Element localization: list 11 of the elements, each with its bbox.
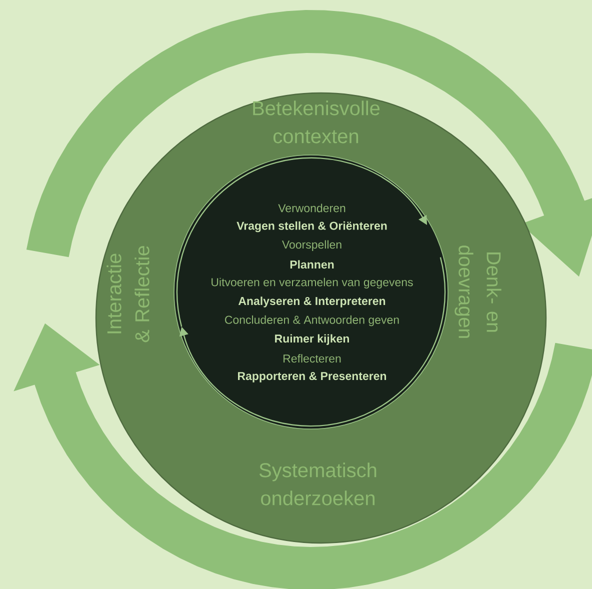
step-text: Reflecteren bbox=[284, 354, 341, 363]
step-text: Analyseren & Interpreteren bbox=[238, 296, 386, 308]
step-text: Vragen stellen & Oriënteren bbox=[236, 221, 387, 232]
step-text: Verwonderen bbox=[278, 204, 346, 212]
step-text: Plannen bbox=[290, 260, 334, 269]
inner-disc bbox=[174, 154, 448, 430]
step-text: Ruimer kijken bbox=[275, 334, 349, 345]
step-text: Rapporteren & Presenteren bbox=[238, 372, 386, 382]
step-text: Voorspellen bbox=[282, 240, 342, 251]
step-text: Uitvoeren en verzamelen van gegevens bbox=[212, 278, 413, 289]
step-text: Concluderen & Antwoorden geven bbox=[225, 315, 399, 326]
